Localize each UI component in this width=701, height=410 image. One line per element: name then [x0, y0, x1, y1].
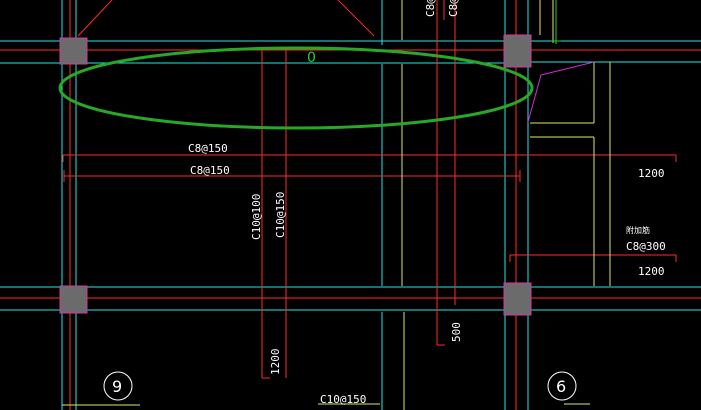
vertical-rebar-label-b: C10@150	[274, 192, 287, 238]
column-top-right	[503, 34, 532, 68]
vertical-dimension-1200: 1200	[269, 349, 282, 376]
axis-bubble-left-label: 9	[112, 377, 122, 396]
axis-bubble-right[interactable]: 6	[547, 371, 577, 401]
green-zero-label: 0	[307, 50, 316, 66]
top-clip-label-a: C8@	[424, 0, 437, 17]
top-rebar-label-b: C8@150	[190, 164, 230, 177]
green-marks	[551, 0, 561, 44]
magenta-accent	[527, 61, 595, 123]
vertical-dimension-500: 500	[450, 322, 463, 342]
highlight-ellipse[interactable]	[58, 46, 534, 130]
top-rebar-label-a: C8@150	[188, 142, 228, 155]
column-bottom-right	[503, 282, 532, 316]
columns	[59, 34, 532, 316]
yellow-rebar-lines	[62, 0, 611, 410]
column-top-left	[59, 37, 88, 65]
bottom-rebar-label: C10@150	[320, 393, 366, 406]
top-clip-label-b: C8@	[447, 0, 460, 17]
dimension-right-lower: 1200	[638, 265, 665, 278]
column-bottom-left	[59, 285, 88, 314]
right-rebar-label: C8@300	[626, 240, 666, 253]
axis-bubble-left[interactable]: 9	[103, 371, 133, 401]
dimension-right-upper: 1200	[638, 167, 665, 180]
vertical-rebar-label-a: C10@100	[250, 194, 263, 240]
axis-bubble-right-label: 6	[556, 377, 566, 396]
small-tag-label: 附加筋	[626, 225, 650, 235]
